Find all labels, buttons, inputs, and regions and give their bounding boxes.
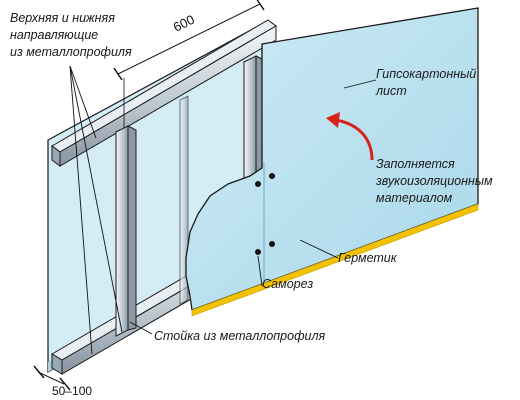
leader-rails-stud <box>69 65 123 333</box>
leader-drywall <box>343 79 377 89</box>
stud-behind <box>179 95 189 305</box>
leader-stud <box>129 321 153 335</box>
label-drywall-1: Гипсокартонный <box>376 67 476 81</box>
dimension-600-label: 600 <box>171 12 197 35</box>
label-stud: Стойка из металлопрофиля <box>154 329 326 343</box>
dimension-600 <box>113 0 265 128</box>
curved-arrow-icon <box>326 112 374 161</box>
leader-rails-bottom <box>69 65 93 355</box>
top-rail <box>51 19 277 167</box>
dimension-50-100-label: 50–100 <box>52 384 92 398</box>
label-sealant: Герметик <box>338 251 398 265</box>
label-fill-1: Заполняется <box>376 157 455 171</box>
screw-dot-icon <box>269 241 275 247</box>
label-drywall-2: лист <box>375 84 407 98</box>
label-rails-1: Верхняя и нижняя <box>10 11 115 25</box>
leader-screw <box>257 255 263 287</box>
screw-dot-icon <box>255 181 261 187</box>
screw-dot-icon <box>255 249 261 255</box>
label-screw: Саморез <box>262 277 313 291</box>
label-fill-3: материалом <box>376 191 453 205</box>
stud-left <box>115 125 137 337</box>
sealant-strip <box>191 203 479 317</box>
label-rails-3: из металлопрофиля <box>10 45 132 59</box>
dimension-50-100 <box>33 365 71 391</box>
label-fill-2: звукоизоляционным <box>375 174 493 188</box>
label-rails-2: направляющие <box>10 28 98 42</box>
leader-sealant <box>299 239 339 259</box>
screw-dot-icon <box>269 173 275 179</box>
leader-rails-top <box>69 65 97 139</box>
